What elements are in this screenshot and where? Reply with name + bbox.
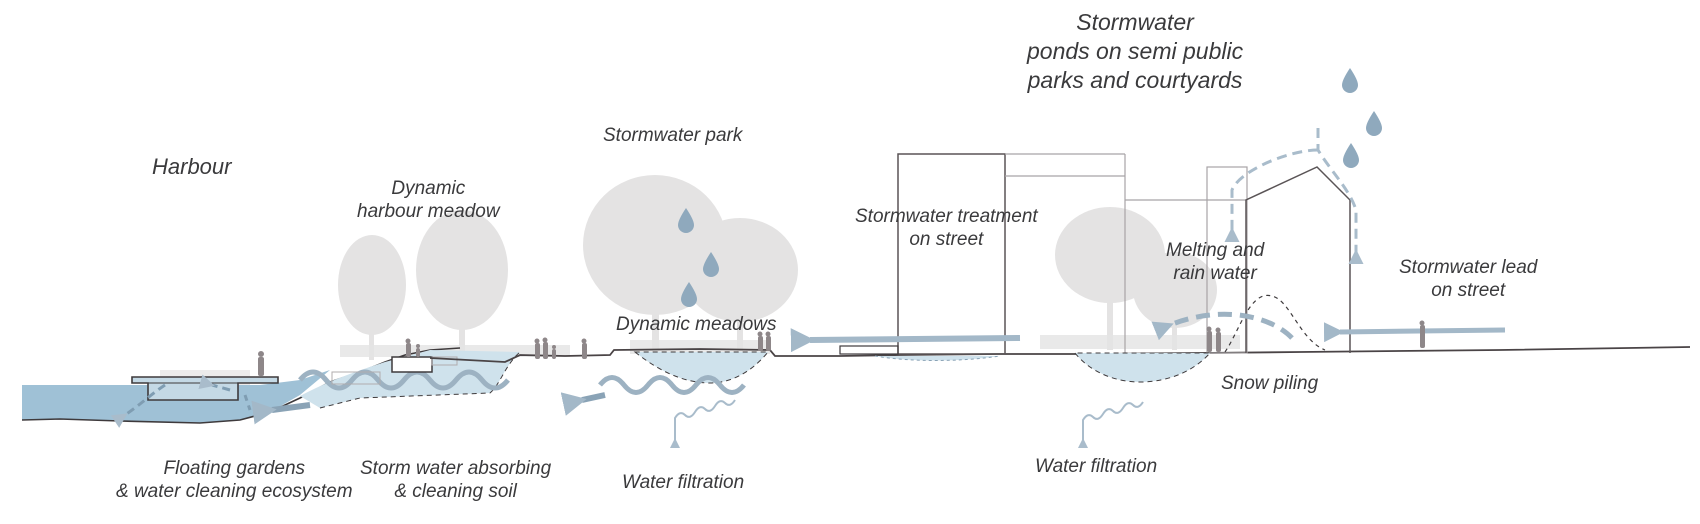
label-line: harbour meadow — [357, 200, 500, 222]
raindrop-icon — [678, 208, 694, 233]
tree-icon — [682, 218, 798, 355]
person-icon — [416, 344, 420, 357]
label-line: ponds on semi public — [1027, 37, 1244, 64]
label-line: & cleaning soil — [394, 480, 517, 502]
label-line: Dynamic — [391, 178, 466, 199]
raindrop-icon — [1343, 143, 1359, 168]
tree-icon — [338, 235, 406, 360]
snow-pile — [1224, 294, 1326, 353]
person-icon — [258, 351, 264, 376]
ground-line — [429, 346, 1691, 363]
person-icon — [1215, 327, 1221, 352]
label-line: rain water — [1173, 262, 1257, 284]
raindrop-icon — [703, 252, 719, 277]
filtration-squiggle — [670, 399, 736, 448]
zone-title: Stormwater park — [603, 125, 743, 146]
person-icon — [581, 338, 587, 359]
tree-icon — [1133, 252, 1217, 350]
label-floating-gardens: Floating gardens & water cleaning ecosys… — [116, 458, 353, 504]
person-icon — [1419, 320, 1425, 348]
label-storm-water-absorbing: Storm water absorbing & cleaning soil — [360, 458, 551, 504]
person-icon — [405, 338, 411, 357]
roof-runoff-arrow — [1316, 128, 1364, 264]
tree-icon — [416, 210, 508, 360]
filtration-wave — [598, 375, 746, 395]
person-icon — [1206, 326, 1212, 352]
pavilion — [391, 356, 433, 373]
street-basin — [874, 355, 1001, 361]
label-line: Floating gardens — [163, 458, 306, 479]
person-icon — [542, 337, 548, 359]
label-stormwater-treatment: Stormwater treatment on street — [855, 206, 1038, 252]
park-pond — [633, 351, 770, 384]
label-line: Snow piling — [1221, 373, 1319, 394]
raindrop-icon — [681, 282, 697, 307]
label-water-filtration-courtyard: Water filtration — [1035, 456, 1157, 479]
label-stormwater-lead: Stormwater lead on street — [1399, 257, 1537, 303]
label-dynamic-meadows: Dynamic meadows — [616, 314, 777, 337]
label-line: Dynamic meadows — [616, 314, 777, 335]
person-icon — [757, 331, 763, 351]
label-stormwater-park: Stormwater park — [603, 125, 742, 148]
rain-drops-roof — [1342, 68, 1382, 168]
flow-arrow — [790, 328, 1021, 353]
label-line: Storm water absorbing — [360, 458, 552, 479]
circulation-arrow — [110, 383, 166, 428]
label-snow-piling: Snow piling — [1221, 373, 1318, 396]
label-line: on street — [1431, 279, 1506, 301]
courtyard-pond — [1073, 352, 1212, 383]
person-icon — [534, 338, 540, 359]
label-water-filtration-park: Water filtration — [622, 472, 744, 495]
label-dynamic-harbour-meadow: Dynamic harbour meadow — [357, 178, 500, 224]
label-line: & water cleaning ecosystem — [116, 480, 353, 502]
label-line: Melting and — [1166, 240, 1265, 261]
label-line: Stormwater — [1076, 9, 1194, 35]
person-icon — [765, 331, 771, 351]
roof-runoff-arrow — [1224, 148, 1319, 242]
person-icon — [552, 345, 556, 359]
rain-drops — [678, 208, 719, 307]
flow-arrow — [560, 392, 606, 416]
label-line: on street — [909, 228, 984, 250]
absorption-wave — [298, 369, 510, 391]
label-line: parks and courtyards — [1027, 66, 1243, 93]
label-stormwater-ponds: Stormwater ponds on semi public parks an… — [1027, 8, 1243, 94]
zone-title: Harbour — [152, 154, 232, 179]
raindrop-icon — [1342, 68, 1358, 93]
circulation-arrow — [198, 374, 231, 392]
label-melting-rain-water: Melting and rain water — [1166, 240, 1264, 286]
people — [258, 320, 1425, 376]
label-line: Stormwater treatment — [855, 206, 1038, 227]
label-line: Water filtration — [622, 472, 745, 493]
flow-arrow — [251, 400, 311, 425]
label-line: Water filtration — [1035, 456, 1158, 477]
melt-arrow — [1151, 311, 1294, 341]
label-line: Stormwater lead — [1399, 257, 1538, 278]
raindrop-icon — [1366, 111, 1382, 136]
filtration-squiggle — [1078, 401, 1144, 448]
building-tall — [839, 153, 1126, 355]
label-harbour: Harbour — [152, 154, 231, 180]
